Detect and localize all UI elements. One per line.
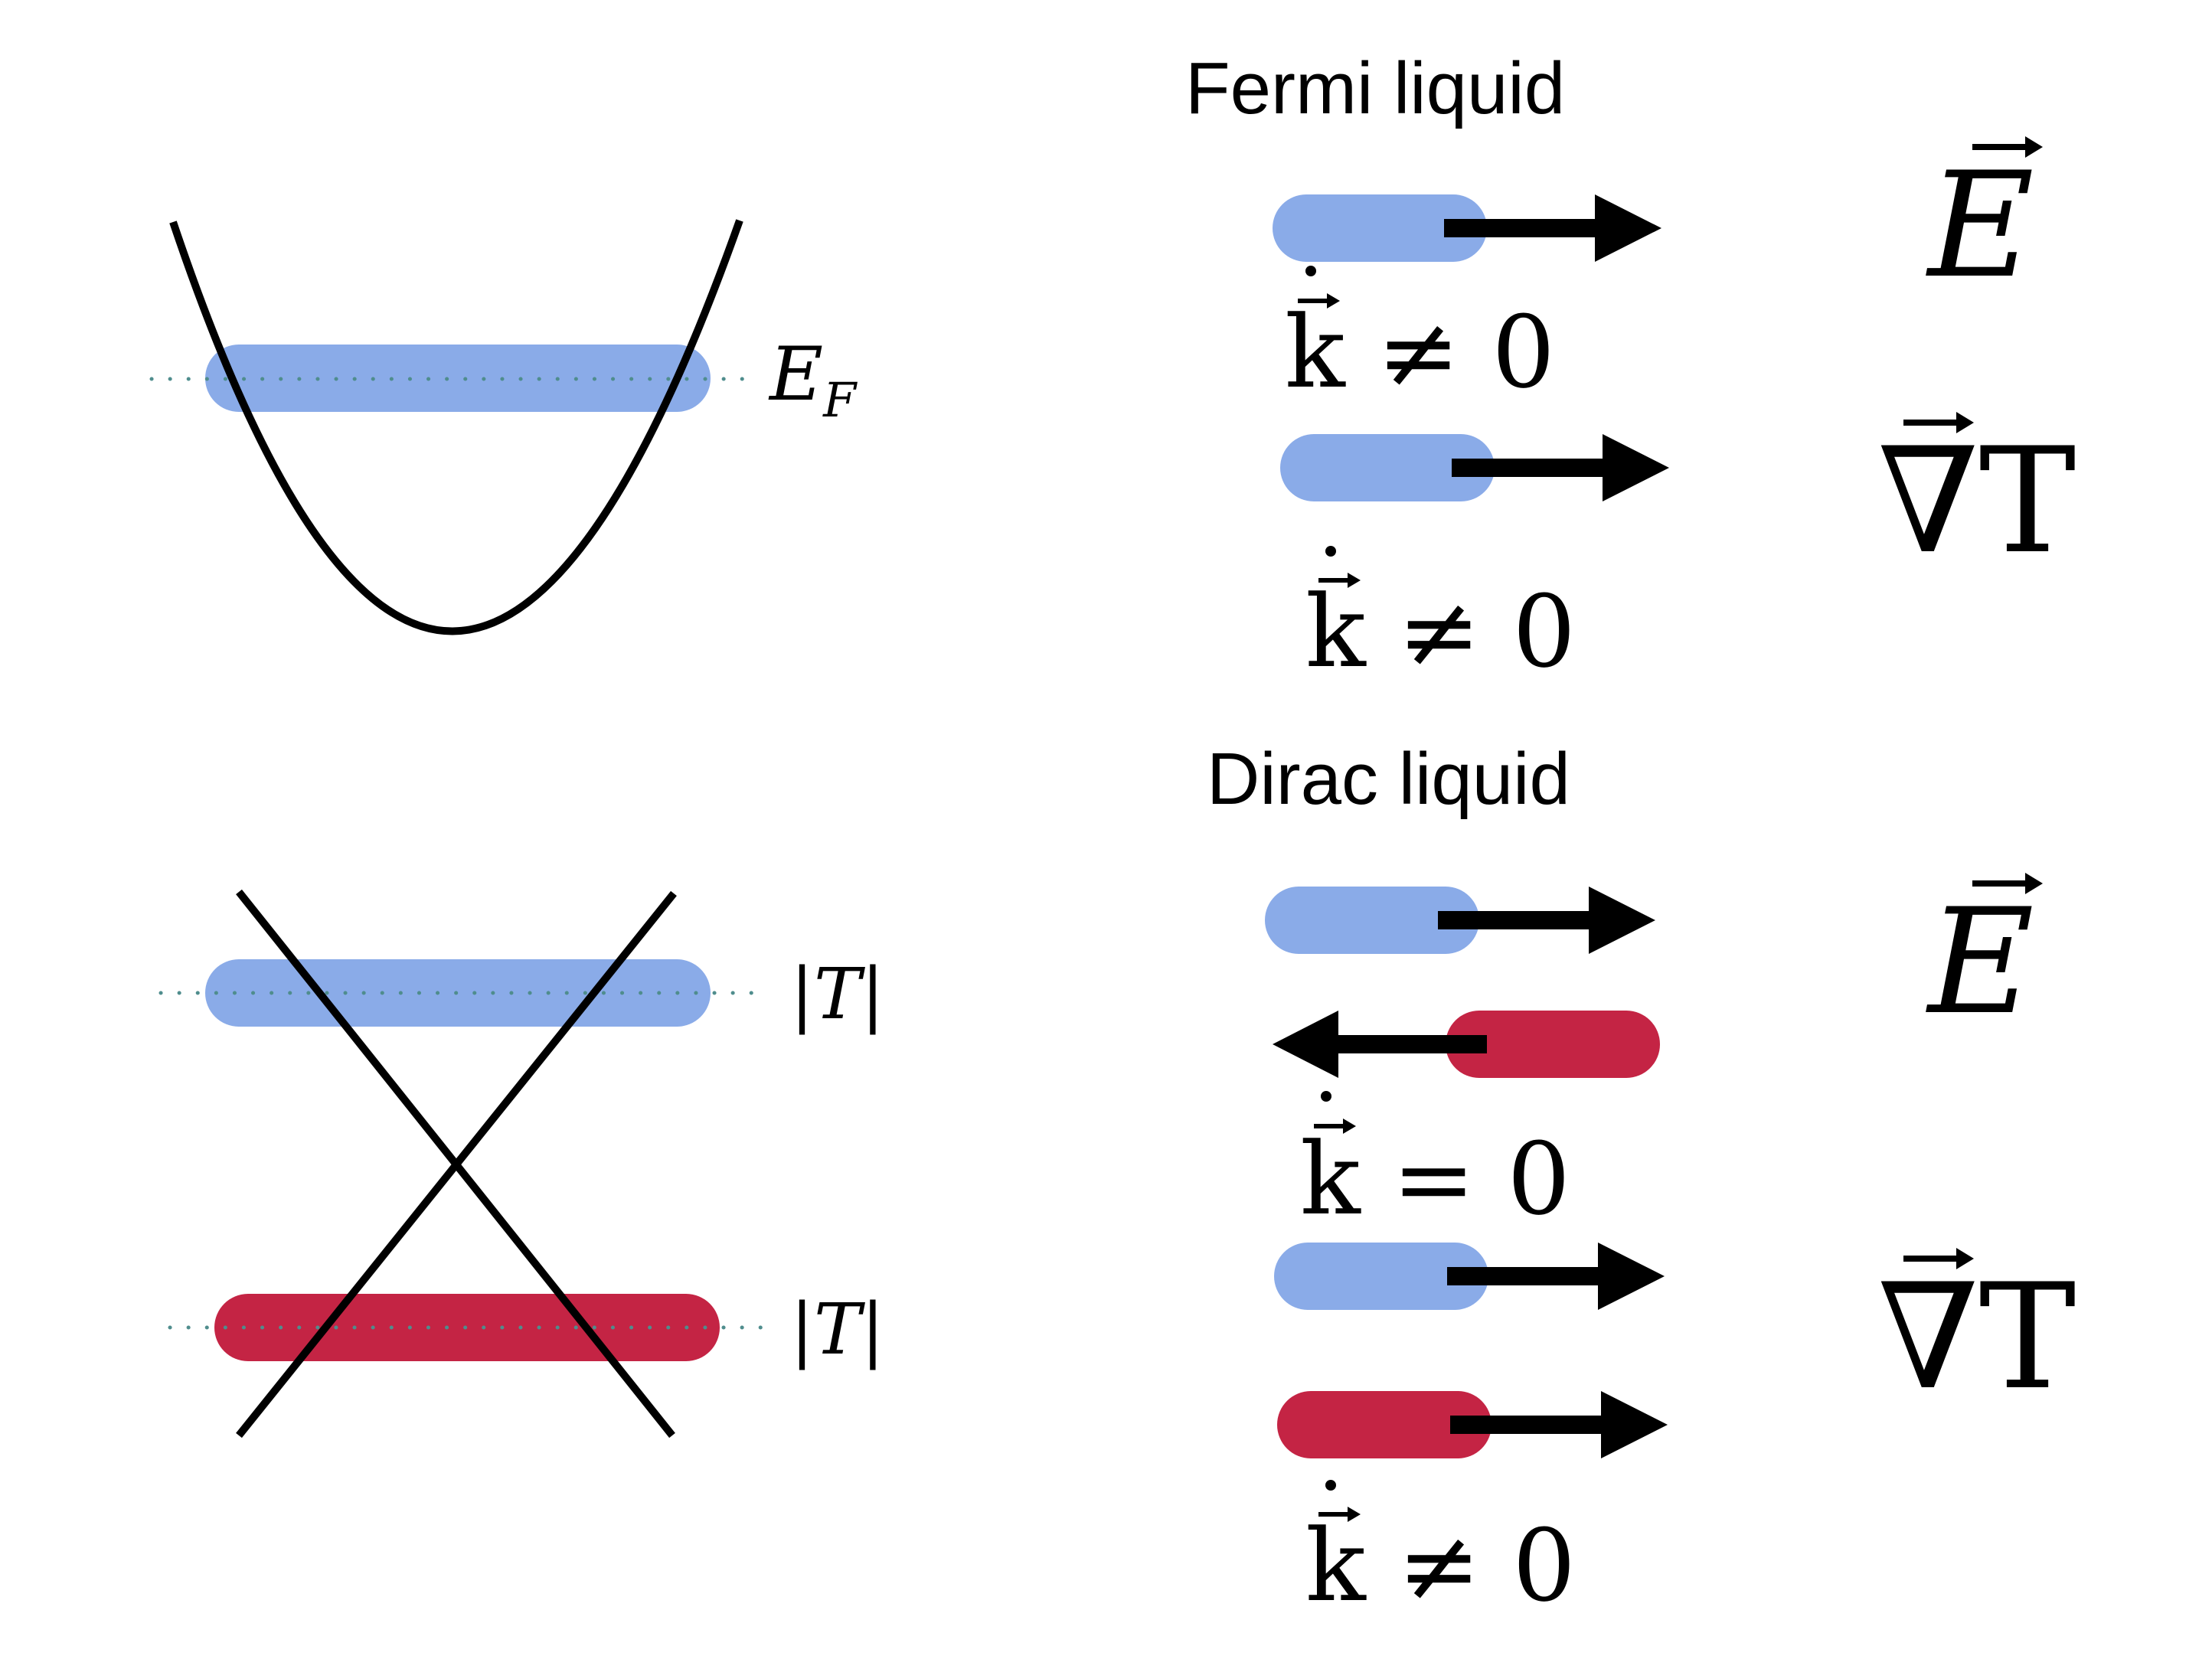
temperature-gradient-symbol: ∇T <box>1877 1248 2076 1422</box>
fermi-grad-t-row: ∇T k ≠ 0 <box>1280 412 2076 690</box>
electron-carrier-pill <box>1280 434 1495 501</box>
left-arrow <box>1273 1011 1487 1078</box>
dirac-band-panel: |T| |T| <box>158 889 884 1439</box>
electric-field-symbol: E <box>1926 873 2043 1047</box>
hole-carrier-pill <box>1277 1391 1492 1458</box>
dirac-e-field-row: E k = 0 <box>1265 873 2043 1237</box>
hole-carrier-pill <box>1446 1011 1660 1078</box>
dirac-lower-label: |T| <box>790 1288 884 1370</box>
electric-field-symbol: E <box>1926 136 2043 310</box>
fermi-e-field-row: E k ≠ 0 <box>1273 136 2043 410</box>
dirac-grad-t-row: ∇T k ≠ 0 <box>1274 1243 2076 1624</box>
svg-text:k = 0: k = 0 <box>1300 1121 1570 1237</box>
svg-text:∇T: ∇T <box>1877 416 2076 586</box>
svg-text:∇T: ∇T <box>1877 1252 2076 1422</box>
k-dot-condition: k ≠ 0 <box>1285 266 1555 410</box>
electron-carrier-pill <box>1273 194 1487 262</box>
fermi-energy-label: EF <box>768 331 858 428</box>
svg-text:k ≠ 0: k ≠ 0 <box>1285 294 1555 410</box>
dirac-cone-line-right <box>236 890 677 1439</box>
right-arrow <box>1447 1243 1665 1310</box>
right-arrow <box>1444 194 1661 262</box>
dirac-liquid-title: Dirac liquid <box>1207 738 1570 820</box>
right-arrow <box>1452 434 1669 501</box>
parabolic-band-curve <box>169 219 743 635</box>
k-dot-condition: k = 0 <box>1300 1091 1570 1237</box>
fermi-level-bar <box>205 345 711 412</box>
svg-text:k ≠ 0: k ≠ 0 <box>1305 573 1576 690</box>
electron-carrier-pill <box>1274 1243 1488 1310</box>
fermi-liquid-title: Fermi liquid <box>1185 47 1565 129</box>
electron-carrier-pill <box>1265 887 1479 954</box>
right-arrow <box>1438 887 1655 954</box>
right-arrow <box>1450 1391 1668 1458</box>
temperature-gradient-symbol: ∇T <box>1877 412 2076 586</box>
k-dot-condition: k ≠ 0 <box>1305 1480 1576 1624</box>
svg-text:k ≠ 0: k ≠ 0 <box>1305 1507 1576 1624</box>
svg-text:E: E <box>1926 877 2034 1047</box>
svg-text:E: E <box>1926 141 2034 310</box>
fermi-band-panel: EF <box>149 219 858 635</box>
dirac-upper-label: |T| <box>790 953 884 1035</box>
k-dot-condition: k ≠ 0 <box>1305 546 1576 690</box>
